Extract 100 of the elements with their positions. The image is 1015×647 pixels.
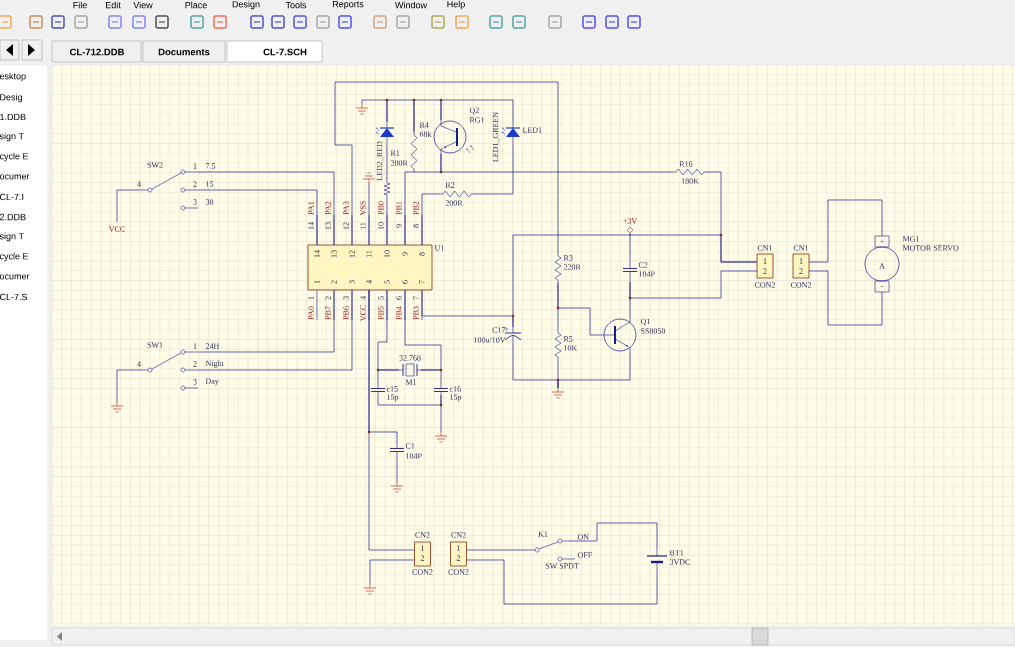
menu-item: Edit bbox=[106, 1, 121, 9]
ground-symbol bbox=[390, 481, 404, 493]
connector: CN2 1 2 CON2 bbox=[448, 532, 469, 575]
wire bbox=[421, 193, 441, 246]
node-label: + bbox=[880, 239, 884, 243]
pin-number: 3 bbox=[349, 280, 355, 284]
node-label: CN2 bbox=[451, 532, 466, 538]
ground-symbol bbox=[434, 431, 448, 443]
wire bbox=[466, 559, 658, 605]
pin-number: 1 bbox=[308, 296, 314, 300]
pin-name: VCC bbox=[360, 305, 366, 322]
node-label: SS8050 bbox=[641, 328, 666, 334]
pin-number: 3 bbox=[343, 296, 349, 300]
tree-item: 2.DDB bbox=[0, 213, 26, 221]
wire bbox=[629, 281, 631, 318]
wire bbox=[557, 352, 631, 389]
power-port: +3V bbox=[623, 218, 638, 235]
pin-number: 4 bbox=[366, 280, 372, 284]
pin-number: 14 bbox=[314, 250, 320, 258]
document-tab: CL-712.DDB bbox=[51, 40, 142, 63]
tree-item: CL-7.S bbox=[0, 293, 28, 301]
battery: BT1 3VDC bbox=[646, 549, 690, 571]
pin-name: PB5 bbox=[378, 306, 384, 320]
power-port: VCC bbox=[108, 226, 125, 232]
pin-number: 12 bbox=[343, 222, 349, 230]
pin-number: 14 bbox=[308, 222, 314, 230]
pin-number: 13 bbox=[331, 250, 337, 258]
wire bbox=[197, 289, 335, 353]
resistor: R16 180K bbox=[672, 161, 708, 184]
node-label: CON2 bbox=[754, 282, 776, 288]
wire bbox=[377, 394, 442, 406]
menu-item: Help bbox=[447, 0, 465, 10]
wire bbox=[629, 270, 758, 299]
pin-number: 8 bbox=[419, 252, 425, 256]
node-label: LED1_GREEN bbox=[492, 112, 500, 162]
connector: CN1 1 2 CON2 bbox=[790, 245, 811, 288]
capacitor: c15 15p bbox=[370, 384, 399, 402]
pin-number: 6 bbox=[396, 296, 402, 300]
node-label: Q1 bbox=[640, 318, 650, 326]
pin-number: 12 bbox=[349, 250, 355, 258]
resistor: R4 68k bbox=[410, 122, 432, 173]
pin-name: PA3 bbox=[343, 201, 349, 215]
tree-item: Desig bbox=[0, 93, 22, 103]
menu-item: Window bbox=[395, 1, 428, 9]
wire bbox=[440, 394, 442, 433]
motor: MG1 MOTOR SERVO + A - bbox=[864, 235, 959, 293]
wire bbox=[334, 81, 559, 254]
pin-number: 2 bbox=[325, 296, 331, 300]
pin-number: 11 bbox=[366, 250, 372, 258]
tree-item: sign T bbox=[0, 232, 24, 242]
pin-number: 7 bbox=[413, 296, 419, 300]
node-label: Q2 bbox=[469, 107, 479, 115]
node-label: U1 bbox=[434, 245, 444, 251]
wire bbox=[557, 282, 603, 336]
resistor: R2 200R bbox=[439, 182, 475, 206]
pin-number: 1 bbox=[193, 163, 197, 169]
pin-number: 4 bbox=[360, 296, 366, 300]
connector: CN2 1 2 CON2 bbox=[412, 532, 433, 575]
pin-number: 8 bbox=[413, 224, 419, 228]
resistor: R3 220R bbox=[554, 252, 581, 284]
wire bbox=[413, 99, 442, 133]
resistor: R5 10K bbox=[554, 329, 578, 361]
tree-item: esktop bbox=[0, 72, 26, 82]
node-label: CN2 bbox=[415, 532, 430, 538]
menu-item: Reports bbox=[333, 0, 364, 9]
wire bbox=[116, 369, 141, 403]
wire bbox=[197, 171, 335, 246]
pin-number: 2 bbox=[193, 361, 197, 367]
crystal: 32.768 M1 bbox=[398, 355, 422, 385]
pin-number: 4 bbox=[137, 361, 141, 367]
node-label: LED1 bbox=[522, 127, 542, 133]
node-label: CON2 bbox=[790, 282, 812, 288]
node-label: MG1 bbox=[902, 236, 919, 242]
wire bbox=[197, 189, 318, 246]
tree-item: 1.DDB bbox=[0, 113, 26, 121]
connector: CN1 1 2 CON2 bbox=[754, 245, 775, 288]
wire bbox=[386, 197, 388, 246]
pin-number: 13 bbox=[325, 222, 331, 230]
pin-number: 9 bbox=[396, 224, 402, 228]
capacitor: C2 104P bbox=[622, 257, 655, 283]
pin-name: PB1 bbox=[396, 201, 402, 215]
wire bbox=[377, 369, 400, 386]
switch-position-label: OFF bbox=[577, 552, 592, 558]
node-label: CON2 bbox=[448, 569, 469, 575]
wire bbox=[368, 289, 398, 446]
pin-number: 3 bbox=[193, 379, 197, 385]
phototransistor: Q2 RG1 bbox=[433, 107, 485, 155]
pin-number: 10 bbox=[384, 250, 390, 258]
pin-number: 1 bbox=[314, 280, 320, 284]
wire bbox=[404, 289, 442, 371]
wire bbox=[629, 233, 631, 259]
pin-name: PB4 bbox=[396, 306, 402, 320]
ground-symbol bbox=[551, 387, 565, 399]
pin-name: PA1 bbox=[308, 201, 314, 215]
wire bbox=[413, 153, 442, 173]
pin-name: PB0 bbox=[378, 201, 384, 215]
node-label: MOTOR SERVO bbox=[902, 245, 959, 251]
node-label: RG1 bbox=[469, 117, 485, 123]
menu-item: View bbox=[133, 1, 153, 9]
pin-number: 1 bbox=[193, 343, 197, 349]
